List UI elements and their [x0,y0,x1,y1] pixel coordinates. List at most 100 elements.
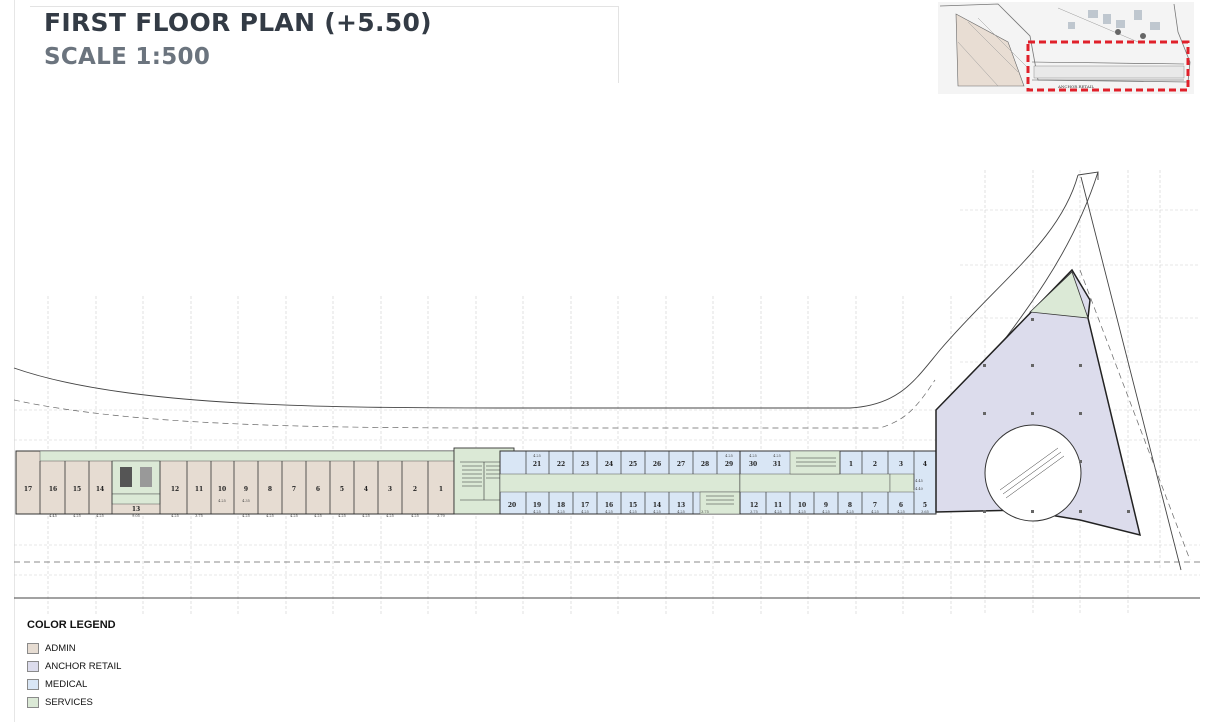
unit-label: 16 [605,502,613,509]
unit-label: 14 [96,486,104,493]
unit-label: 15 [73,486,81,493]
unit-label: 13 [677,502,685,509]
unit-label: 3 [899,461,903,468]
keyplan-label: ANCHOR RETAIL [1057,84,1094,89]
unit-label: 17 [581,502,589,509]
legend-swatch [27,678,39,690]
svg-text:4.25: 4.25 [533,454,541,458]
admin-block [15,450,455,515]
svg-text:4.45: 4.45 [915,479,923,483]
legend-label: ADMIN [45,642,76,654]
legend-swatch [27,660,39,672]
svg-text:4.25: 4.25 [73,514,81,518]
unit-label: 27 [677,461,685,468]
svg-text:3.65: 3.65 [921,510,929,514]
unit-label: 29 [725,461,733,468]
svg-text:4.25: 4.25 [581,510,589,514]
svg-text:4.25: 4.25 [386,514,394,518]
unit-label: 1 [439,486,443,493]
unit-label: 30 [749,461,757,468]
unit-label: 20 [508,502,516,509]
svg-text:4.25: 4.25 [314,514,322,518]
svg-text:4.25: 4.25 [677,510,685,514]
unit-label: 8 [268,486,272,493]
unit-label: 16 [49,486,57,493]
unit-label: 8 [848,502,852,509]
unit-label: 1 [849,461,853,468]
unit-label: 26 [653,461,661,468]
medical-east-block [706,450,937,515]
page-title: FIRST FLOOR PLAN (+5.50) [44,8,432,37]
legend-label: MEDICAL [45,678,88,690]
sheet-border-line [14,0,15,722]
svg-text:4.25: 4.25 [266,514,274,518]
anchor-retail-block [935,268,1142,537]
unit-label: 14 [653,502,661,509]
unit-label: 12 [750,502,758,509]
svg-text:4.25: 4.25 [897,510,905,514]
legend-label: SERVICES [45,696,93,708]
scale-subtitle: SCALE 1:500 [44,44,211,70]
unit-label: 11 [774,502,782,509]
svg-text:4.25: 4.25 [290,514,298,518]
svg-text:3.75: 3.75 [701,510,709,514]
unit-label: 17 [24,486,32,493]
svg-text:4.25: 4.25 [749,454,757,458]
unit-label: 10 [218,486,226,493]
unit-label: 12 [171,486,179,493]
unit-label: 2 [873,461,877,468]
legend-item-admin: ADMIN [27,639,121,657]
unit-label: 11 [195,486,203,493]
medical-west-block [499,450,741,515]
legend-label: ANCHOR RETAIL [45,660,122,672]
unit-labels: 17 16 15 14 12 11 10 9 8 7 6 5 4 3 2 1 1… [24,461,927,513]
svg-text:4.25: 4.25 [411,514,419,518]
unit-label: 4 [364,486,368,493]
svg-text:4.25: 4.25 [171,514,179,518]
svg-text:4.25: 4.25 [218,499,226,503]
svg-text:3.75: 3.75 [195,514,203,518]
unit-label: 9 [244,486,248,493]
svg-text:4.25: 4.25 [557,510,565,514]
svg-text:4.45: 4.45 [49,514,57,518]
svg-text:4.25: 4.25 [242,514,250,518]
svg-text:4.25: 4.25 [96,514,104,518]
unit-label: 25 [629,461,637,468]
key-plan: ANCHOR RETAIL [938,2,1194,94]
svg-text:3.75: 3.75 [750,510,758,514]
unit-label: 24 [605,461,613,468]
legend-swatch [27,642,39,654]
svg-text:4.25: 4.25 [871,510,879,514]
legend-title: COLOR LEGEND [27,619,116,631]
svg-text:4.25: 4.25 [533,510,541,514]
unit-label: 3 [388,486,392,493]
svg-text:4.40: 4.40 [915,487,923,491]
unit-label: 7 [873,502,877,509]
svg-text:4.25: 4.25 [362,514,370,518]
unit-label: 10 [798,502,806,509]
unit-label: 22 [557,461,565,468]
unit-label: 6 [899,502,903,509]
title-frame [30,6,619,83]
unit-label: 9 [824,502,828,509]
unit-label: 31 [773,461,781,468]
unit-label: 5 [340,486,344,493]
unit-label: 23 [581,461,589,468]
legend-item-anchor-retail: ANCHOR RETAIL [27,657,121,675]
svg-text:4.25: 4.25 [774,510,782,514]
unit-label: 21 [533,461,541,468]
unit-label: 13 [132,506,140,513]
unit-label: 6 [316,486,320,493]
svg-text:4.25: 4.25 [338,514,346,518]
unit-label: 5 [923,502,927,509]
svg-text:4.25: 4.25 [725,454,733,458]
unit-label: 18 [557,502,565,509]
svg-text:4.25: 4.25 [822,510,830,514]
legend-swatch [27,696,39,708]
unit-label: 4 [923,461,927,468]
unit-label: 28 [701,461,709,468]
color-legend: COLOR LEGEND ADMIN ANCHOR RETAIL MEDICAL… [27,619,121,711]
legend-item-medical: MEDICAL [27,675,121,693]
svg-text:4.25: 4.25 [798,510,806,514]
